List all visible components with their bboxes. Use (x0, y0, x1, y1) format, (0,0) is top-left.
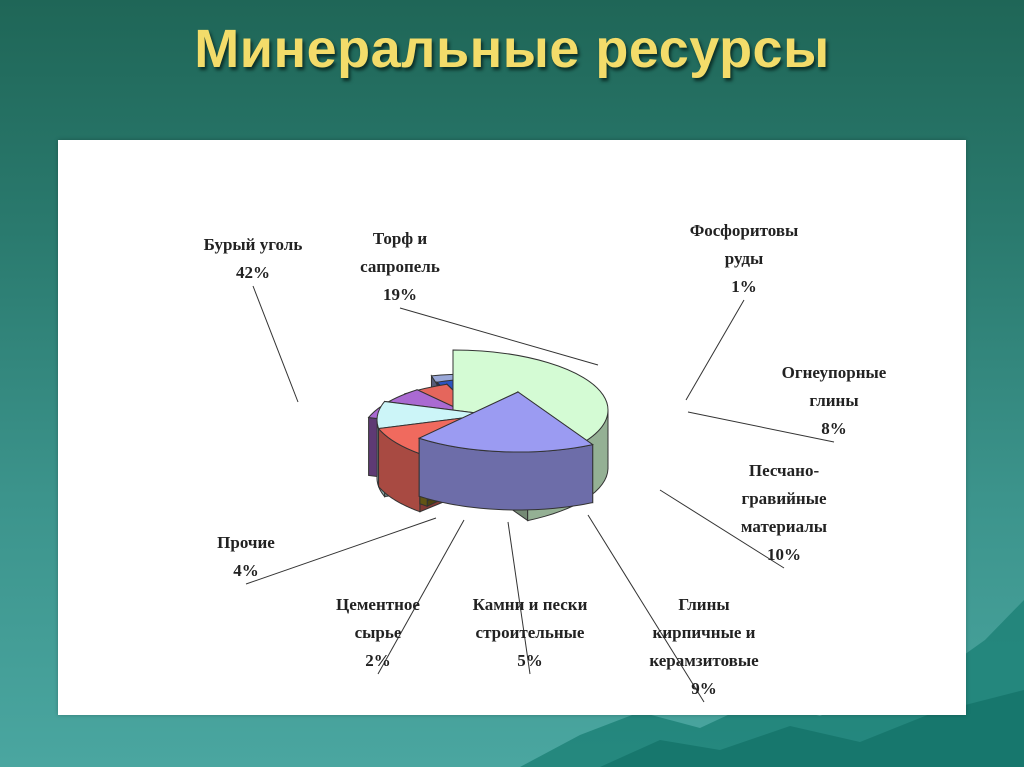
slice-label-line: 4% (233, 561, 259, 580)
slice-label-line: Огнеупорные (782, 363, 887, 382)
slice-label-line: кирпичные и (653, 623, 756, 642)
slice-label: Прочие 4% (217, 533, 275, 580)
slice-label-line: Камни и пески (473, 595, 588, 614)
slice-label-line: 8% (821, 419, 847, 438)
slice-label: Глины кирпичные и керамзитовые 9% (649, 595, 759, 698)
slice-label-line: сапропель (360, 257, 440, 276)
leader-line (252, 285, 299, 403)
leader-line (685, 299, 745, 401)
slice-label-line: материалы (741, 517, 827, 536)
slice-label-line: 19% (383, 285, 417, 304)
slice-label: Песчано-гравийные материалы 10% (741, 461, 827, 564)
slice-label: Бурый уголь 42% (204, 235, 303, 282)
pie-slice (417, 391, 594, 511)
leader-line (587, 514, 705, 703)
slice-label-line: керамзитовые (649, 651, 759, 670)
slice-label-line: Фосфоритовы (690, 221, 799, 240)
leader-line (659, 489, 785, 569)
slice-label-line: Бурый уголь (204, 235, 303, 254)
slice-label: Фосфоритовы руды 1% (690, 221, 799, 296)
slice-label-line: Прочие (217, 533, 275, 552)
slice-label-line: 42% (236, 263, 270, 282)
pie-slice-top (417, 391, 594, 453)
slice-label: Камни и пески строительные 5% (473, 595, 588, 670)
slice-label-line: глины (809, 391, 858, 410)
pie-chart: Бурый уголь 42% Торф и сапропель 19% Фосфорит… (204, 221, 887, 703)
slice-label-line: 1% (731, 277, 757, 296)
slice-label-line: 10% (767, 545, 801, 564)
slice-label-line: гравийные (741, 489, 827, 508)
slice-label-line: строительные (476, 623, 585, 642)
slice-label-line: руды (725, 249, 764, 268)
slice-label-line: сырье (355, 623, 402, 642)
slice-label: Цементное сырье 2% (336, 595, 420, 670)
slice-label: Огнеупорные глины 8% (782, 363, 887, 438)
slice-label-line: 2% (365, 651, 391, 670)
slice-label: Торф и сапропель 19% (360, 229, 440, 304)
slide-title: Минеральные ресурсы (194, 19, 830, 79)
leader-line (245, 517, 437, 585)
slice-label-line: 9% (691, 679, 717, 698)
slice-label-line: Цементное (336, 595, 420, 614)
leader-line (399, 307, 599, 366)
slice-label-line: Песчано- (749, 461, 820, 480)
chart-panel: Бурый уголь 42% Торф и сапропель 19% Фосфорит… (58, 140, 966, 715)
slice-label-line: 5% (517, 651, 543, 670)
leader-line (377, 519, 465, 675)
leader-line (507, 521, 531, 675)
slice-label-line: Торф и (373, 229, 428, 248)
slice-label-line: Глины (678, 595, 729, 614)
leader-line (687, 411, 835, 443)
